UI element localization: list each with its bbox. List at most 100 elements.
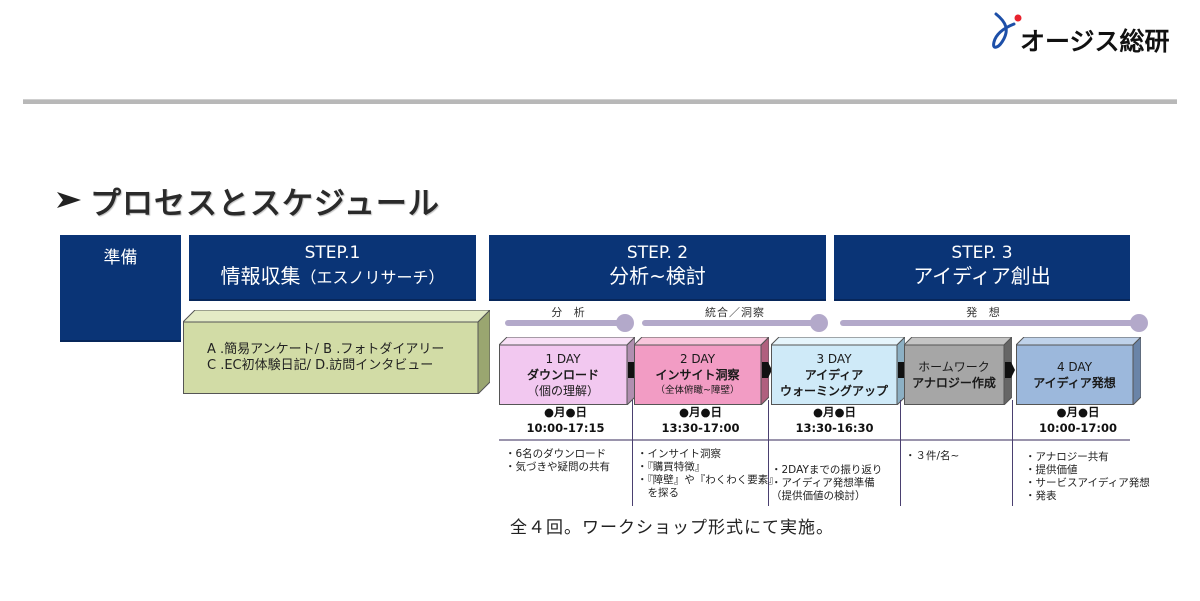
session5-time: 10:00-17:00 bbox=[1039, 421, 1117, 435]
note-item: ・提供価値 bbox=[1025, 464, 1078, 476]
footer-note: 全４回。ワークショップ形式にて実施。 bbox=[510, 518, 834, 538]
flow-arrow-icon bbox=[762, 362, 772, 378]
header-divider bbox=[23, 99, 1177, 104]
note-item: ・アイディア発想準備 bbox=[771, 477, 875, 489]
company-logo: オージス総研 bbox=[986, 8, 1186, 58]
prep-header: 準備 bbox=[60, 235, 181, 342]
session-name: アイディア bbox=[804, 368, 864, 382]
session-box-shape bbox=[634, 337, 769, 405]
step1-header: STEP.1 情報収集（エスノリサーチ） bbox=[189, 235, 476, 301]
note-item: ・発表 bbox=[1025, 490, 1057, 502]
note-item: ・サービスアイディア発想 bbox=[1025, 477, 1150, 489]
phase-label-ideation: 発 想 bbox=[966, 306, 1004, 319]
session-name-line2: ウォーミングアップ bbox=[779, 384, 888, 398]
session2-date: ●月●日 bbox=[678, 405, 723, 419]
session-subtitle: （全体俯瞰~障壁） bbox=[655, 385, 740, 396]
prep-label: 準備 bbox=[103, 248, 138, 268]
session-box-label: 4 DAY アイディア発想 bbox=[1016, 345, 1133, 405]
step3-name: アイディア創出 bbox=[913, 264, 1051, 288]
session2-schedule: ●月●日 13:30-17:00 bbox=[633, 404, 768, 436]
research-box-shape bbox=[183, 310, 490, 394]
homework-notes: ・３件/名~ bbox=[905, 450, 959, 463]
ogis-swoosh-logo-icon bbox=[992, 12, 1022, 49]
session-name: アイディア発想 bbox=[1033, 376, 1116, 390]
note-item: ・気づきや疑問の共有 bbox=[505, 461, 610, 473]
session1-schedule: ●月●日 10:00-17:15 bbox=[499, 404, 632, 436]
session-box-shape bbox=[1016, 337, 1141, 405]
schedule-divider bbox=[499, 439, 1130, 441]
flow-arrow-icon bbox=[1005, 362, 1015, 378]
session-box-5: 4 DAY アイディア発想 bbox=[1016, 337, 1141, 405]
research-methods-box: A .簡易アンケート/ B .フォトダイアリー C .EC初体験日記/ D.訪問… bbox=[183, 310, 490, 394]
session-title: 1 DAY bbox=[545, 352, 581, 366]
session3-schedule: ●月●日 13:30-16:30 bbox=[769, 404, 900, 436]
session3-time: 13:30-16:30 bbox=[795, 421, 874, 435]
phase-bar-ideation bbox=[840, 320, 1140, 326]
session-box-1: 1 DAY ダウンロード （個の理解） bbox=[499, 337, 635, 405]
session-box-shape bbox=[771, 337, 905, 405]
note-item: ・『購買特徴』 bbox=[637, 461, 706, 473]
step1-name: 情報収集（エスノリサーチ） bbox=[189, 263, 476, 291]
session-title: ホームワーク bbox=[918, 360, 990, 374]
note-item: ・インサイト洞察 bbox=[637, 448, 721, 460]
session-name: アナロジー作成 bbox=[912, 376, 996, 390]
section-heading: プロセスとスケジュール bbox=[54, 178, 440, 222]
step1-number: STEP.1 bbox=[304, 243, 361, 263]
session5-notes: ・アナロジー共有 ・提供価値 ・サービスアイディア発想 ・発表 bbox=[1025, 451, 1150, 503]
column-divider-1 bbox=[632, 400, 633, 506]
session-title: 3 DAY bbox=[816, 352, 852, 366]
session-box-label: 3 DAY アイディアウォーミングアップ bbox=[771, 345, 897, 405]
note-item: ・３件/名~ bbox=[905, 450, 960, 462]
session-title: 2 DAY bbox=[679, 352, 716, 366]
research-methods-text: A .簡易アンケート/ B .フォトダイアリー C .EC初体験日記/ D.訪問… bbox=[183, 322, 478, 394]
step2-header: STEP. 2 分析~検討 bbox=[489, 235, 826, 301]
research-line-1: A .簡易アンケート/ B .フォトダイアリー bbox=[207, 342, 445, 357]
session-subtitle: （個の理解） bbox=[526, 384, 599, 398]
session5-schedule: ●月●日 10:00-17:00 bbox=[1013, 404, 1143, 436]
research-line-2: C .EC初体験日記/ D.訪問インタビュー bbox=[207, 358, 434, 373]
step1-name-suffix: （エスノリサーチ） bbox=[300, 268, 445, 287]
step2-number: STEP. 2 bbox=[626, 243, 689, 263]
session1-date: ●月●日 bbox=[543, 405, 588, 419]
column-divider-4 bbox=[1012, 400, 1013, 506]
session-box-label: 1 DAY ダウンロード （個の理解） bbox=[499, 345, 627, 405]
phase-dot-analysis bbox=[616, 314, 634, 332]
session-title: 4 DAY bbox=[1056, 360, 1093, 374]
page-title: プロセスとスケジュール bbox=[90, 185, 440, 222]
note-item: ・アナロジー共有 bbox=[1025, 451, 1109, 463]
session-name: ダウンロード bbox=[526, 368, 599, 382]
step3-number: STEP. 3 bbox=[951, 243, 1013, 263]
phase-dot-ideation bbox=[1130, 314, 1148, 332]
session2-time: 13:30-17:00 bbox=[661, 421, 740, 435]
column-divider-2 bbox=[768, 400, 769, 506]
step2-name: 分析~検討 bbox=[609, 264, 706, 288]
step1-name-main: 情報収集 bbox=[220, 264, 301, 288]
session-box-3: 3 DAY アイディアウォーミングアップ bbox=[771, 337, 905, 405]
session1-notes: ・6名のダウンロード ・気づきや疑問の共有 bbox=[505, 448, 610, 474]
phase-label-synthesis: 統合／洞察 bbox=[705, 306, 765, 319]
logo-text: オージス総研 bbox=[1020, 27, 1170, 56]
note-item: を探る bbox=[637, 487, 679, 499]
column-divider-3 bbox=[900, 400, 901, 506]
arrow-bullet-icon bbox=[57, 192, 81, 208]
session3-date: ●月●日 bbox=[812, 405, 857, 419]
note-item: ・2DAYまでの振り返り bbox=[771, 464, 883, 476]
note-item: ・『障壁』や『わくわく要素』 bbox=[637, 474, 779, 486]
note-item: （提供価値の検討） bbox=[771, 490, 866, 502]
phase-label-analysis: 分 析 bbox=[551, 306, 589, 319]
session-name: インサイト洞察 bbox=[655, 368, 740, 382]
session-box-shape bbox=[499, 337, 635, 405]
session-box-2: 2 DAY インサイト洞察 （全体俯瞰~障壁） bbox=[634, 337, 769, 405]
session3-notes: ・2DAYまでの振り返り ・アイディア発想準備 （提供価値の検討） bbox=[771, 464, 882, 503]
step3-header: STEP. 3 アイディア創出 bbox=[834, 235, 1130, 301]
session-box-shape bbox=[904, 337, 1012, 405]
phase-bar-analysis bbox=[505, 320, 625, 326]
phase-bar-synthesis bbox=[642, 320, 820, 326]
session-box-label: 2 DAY インサイト洞察 （全体俯瞰~障壁） bbox=[634, 345, 761, 405]
phase-dot-synthesis bbox=[810, 314, 828, 332]
session1-time: 10:00-17:15 bbox=[526, 421, 605, 435]
session-box-4: ホームワークアナロジー作成 bbox=[904, 337, 1012, 405]
session5-date: ●月●日 bbox=[1056, 405, 1100, 419]
session2-notes: ・インサイト洞察 ・『購買特徴』 ・『障壁』や『わくわく要素』 を探る bbox=[637, 448, 779, 500]
note-item: ・6名のダウンロード bbox=[505, 448, 607, 460]
